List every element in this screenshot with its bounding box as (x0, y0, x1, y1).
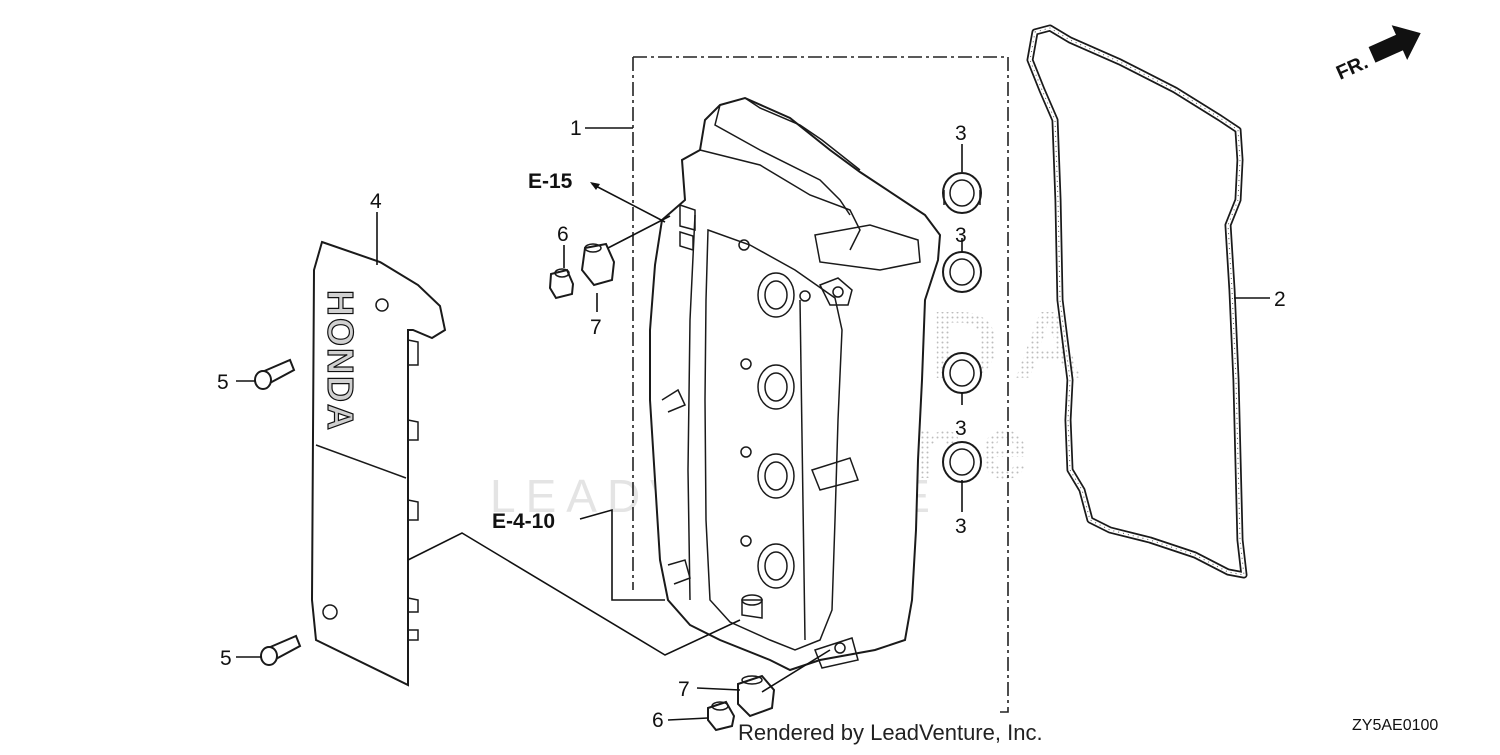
front-indicator-text: FR. (1333, 51, 1371, 84)
head-cover-part (649, 96, 942, 672)
grommet-part-lower (737, 674, 776, 718)
callout-3d: 3 (955, 515, 967, 538)
callout-1: 1 (570, 117, 582, 140)
leader-lines (236, 127, 1270, 721)
callout-3c: 3 (955, 417, 967, 440)
front-indicator: FR. (1333, 25, 1421, 85)
nut-part-lower (707, 700, 736, 732)
callout-2: 2 (1274, 288, 1286, 311)
bolt-part-lower (260, 634, 302, 666)
callout-3b: 3 (955, 224, 967, 247)
callout-4: 4 (370, 190, 382, 213)
callouts: 1 2 3 3 3 3 4 5 5 6 6 7 7 (217, 117, 1286, 732)
diagram-code: ZY5AE0100 (1352, 717, 1438, 734)
nut-part-upper (548, 268, 575, 300)
group-bracket (632, 56, 1009, 713)
callout-7b: 7 (678, 678, 690, 701)
ref-e15[interactable]: E-15 (528, 170, 573, 193)
callout-6b: 6 (652, 709, 664, 732)
seal-2 (942, 251, 982, 293)
cover-logo-text: HONDA (320, 290, 361, 432)
callout-5b: 5 (220, 647, 232, 670)
gasket-part (1026, 24, 1248, 579)
callout-5a: 5 (217, 371, 229, 394)
callout-3a: 3 (955, 122, 967, 145)
seal-4 (942, 441, 982, 483)
grommet-part-upper (580, 242, 616, 287)
seal-parts (942, 172, 982, 483)
callout-7a: 7 (590, 316, 602, 339)
ref-e4-10[interactable]: E-4-10 (492, 510, 555, 533)
seal-1 (942, 172, 982, 214)
callout-6a: 6 (557, 223, 569, 246)
seal-3 (942, 352, 982, 394)
front-arrow-icon (1368, 25, 1421, 63)
credit-text: Rendered by LeadVenture, Inc. (738, 720, 1043, 745)
decorative-cover-part: HONDA (310, 240, 447, 687)
bolt-part-upper (254, 358, 296, 390)
